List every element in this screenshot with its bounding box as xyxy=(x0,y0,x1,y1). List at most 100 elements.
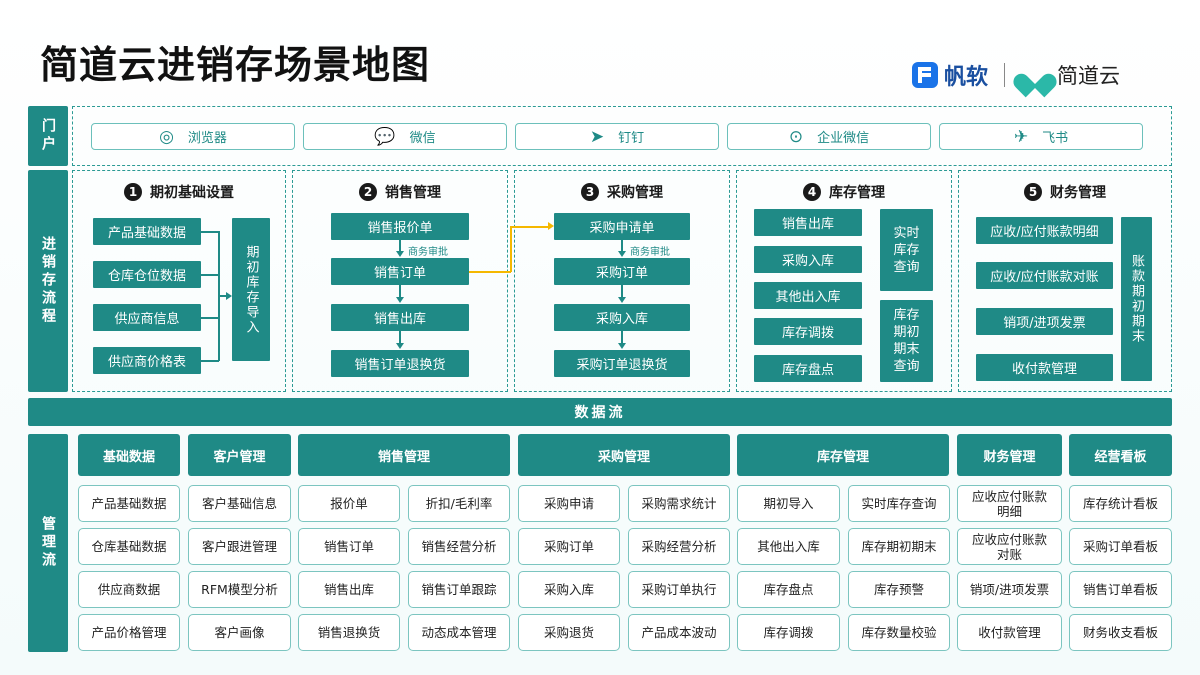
mgmt-cell[interactable]: 收付款管理 xyxy=(957,614,1062,651)
dingtalk-icon: ➤ xyxy=(589,126,605,147)
mgmt-cell[interactable]: 期初导入 xyxy=(737,485,840,522)
flow-box[interactable]: 销售订单退换货 xyxy=(331,350,469,377)
mgmt-cell[interactable]: 采购订单执行 xyxy=(628,571,730,608)
mgmt-cell[interactable]: 客户跟进管理 xyxy=(188,528,291,565)
mgmt-header[interactable]: 财务管理 xyxy=(957,434,1062,476)
mgmt-cell[interactable]: 其他出入库 xyxy=(737,528,840,565)
flow-box[interactable]: 其他出入库 xyxy=(754,282,862,309)
flow-box[interactable]: 采购申请单 xyxy=(554,213,690,240)
mgmt-header[interactable]: 销售管理 xyxy=(298,434,510,476)
mgmt-cell[interactable]: 采购订单 xyxy=(518,528,620,565)
mgmt-cell[interactable]: 应收应付账款对账 xyxy=(957,528,1062,565)
mgmt-header[interactable]: 库存管理 xyxy=(737,434,949,476)
flow-box[interactable]: 采购订单退换货 xyxy=(554,350,690,377)
mgmt-header[interactable]: 采购管理 xyxy=(518,434,730,476)
mgmt-cell[interactable]: 应收应付账款明细 xyxy=(957,485,1062,522)
mgmt-cell[interactable]: 销售订单 xyxy=(298,528,400,565)
flow-box[interactable]: 供应商信息 xyxy=(93,304,201,331)
flow-box[interactable]: 库存调拨 xyxy=(754,318,862,345)
mgmt-cell[interactable]: 采购订单看板 xyxy=(1069,528,1172,565)
flow-box[interactable]: 仓库仓位数据 xyxy=(93,261,201,288)
mgmt-cell[interactable]: 财务收支看板 xyxy=(1069,614,1172,651)
step-number: 2 xyxy=(359,183,377,201)
flow-box[interactable]: 应收/应付账款对账 xyxy=(976,262,1113,289)
mgmt-cell[interactable]: 实时库存查询 xyxy=(848,485,950,522)
mgmt-header[interactable]: 经营看板 xyxy=(1069,434,1172,476)
flow-box-vertical[interactable]: 期初库存导入 xyxy=(232,218,270,361)
mgmt-cell[interactable]: 销售经营分析 xyxy=(408,528,510,565)
jiandaoyun-logo-icon xyxy=(1021,64,1049,86)
flow-box[interactable]: 销售出库 xyxy=(754,209,862,236)
flow-box[interactable]: 采购入库 xyxy=(554,304,690,331)
mgmt-cell[interactable]: 供应商数据 xyxy=(78,571,180,608)
mgmt-cell[interactable]: 销售订单看板 xyxy=(1069,571,1172,608)
flow-box[interactable]: 销售报价单 xyxy=(331,213,469,240)
approval-note: 商务审批 xyxy=(630,247,670,258)
flow-box[interactable]: 销售出库 xyxy=(331,304,469,331)
flow-box[interactable]: 供应商价格表 xyxy=(93,347,201,374)
flow-box[interactable]: 应收/应付账款明细 xyxy=(976,217,1113,244)
mgmt-cell[interactable]: 动态成本管理 xyxy=(408,614,510,651)
portal-wechat[interactable]: 💬微信 xyxy=(303,123,507,150)
mgmt-cell[interactable]: 采购经营分析 xyxy=(628,528,730,565)
mgmt-cell[interactable]: 库存数量校验 xyxy=(848,614,950,651)
portal-feishu[interactable]: ✈飞书 xyxy=(939,123,1143,150)
flow-box-vertical[interactable]: 账款期初期末 xyxy=(1121,217,1152,381)
mgmt-cell[interactable]: 采购退货 xyxy=(518,614,620,651)
cross-connector xyxy=(510,226,512,272)
mgmt-header[interactable]: 客户管理 xyxy=(188,434,291,476)
section-inventory xyxy=(736,170,952,392)
step-number: 3 xyxy=(581,183,599,201)
portal-frame xyxy=(72,106,1172,166)
realtime-stock-query[interactable]: 实时库存查询 xyxy=(880,209,933,291)
mgmt-cell[interactable]: 库存盘点 xyxy=(737,571,840,608)
period-stock-query[interactable]: 库存期初期末查询 xyxy=(880,300,933,382)
mgmt-cell[interactable]: 库存期初期末 xyxy=(848,528,950,565)
mgmt-cell[interactable]: 销售出库 xyxy=(298,571,400,608)
flow-box[interactable]: 产品基础数据 xyxy=(93,218,201,245)
flow-box[interactable]: 采购入库 xyxy=(754,246,862,273)
mgmt-cell[interactable]: 产品价格管理 xyxy=(78,614,180,651)
mgmt-cell[interactable]: 库存统计看板 xyxy=(1069,485,1172,522)
mgmt-cell[interactable]: 折扣/毛利率 xyxy=(408,485,510,522)
mgmt-cell[interactable]: 客户画像 xyxy=(188,614,291,651)
flow-box[interactable]: 销项/进项发票 xyxy=(976,308,1113,335)
mgmt-cell[interactable]: 销售订单跟踪 xyxy=(408,571,510,608)
flow-box[interactable]: 库存盘点 xyxy=(754,355,862,382)
arrow-right-icon xyxy=(548,222,554,230)
portal-dingtalk[interactable]: ➤ 钉钉 xyxy=(515,123,719,150)
connector xyxy=(201,360,219,362)
mgmt-cell[interactable]: RFM模型分析 xyxy=(188,571,291,608)
flow-box[interactable]: 销售订单 xyxy=(331,258,469,285)
chrome-icon: ◎ xyxy=(159,126,174,147)
mgmt-cell[interactable]: 报价单 xyxy=(298,485,400,522)
mgmt-cell[interactable]: 库存调拨 xyxy=(737,614,840,651)
portal-label: 钉钉 xyxy=(618,131,645,146)
mgmt-cell[interactable]: 采购需求统计 xyxy=(628,485,730,522)
mgmt-cell[interactable]: 销项/进项发票 xyxy=(957,571,1062,608)
mgmt-cell[interactable]: 产品成本波动 xyxy=(628,614,730,651)
portal-browser[interactable]: ◎浏览器 xyxy=(91,123,295,150)
mgmt-cell[interactable]: 产品基础数据 xyxy=(78,485,180,522)
mgmt-cell[interactable]: 采购入库 xyxy=(518,571,620,608)
arrow-down-icon xyxy=(396,343,404,349)
section-title-text: 销售管理 xyxy=(385,185,441,201)
mgmt-cell[interactable]: 客户基础信息 xyxy=(188,485,291,522)
portal-wecom[interactable]: ⊙企业微信 xyxy=(727,123,931,150)
connector xyxy=(218,295,226,297)
fanruan-brand: 帆软 xyxy=(944,65,989,90)
mgmt-cell[interactable]: 销售退换货 xyxy=(298,614,400,651)
dataflow-band: 数据流 xyxy=(28,398,1172,426)
feishu-icon: ✈ xyxy=(1013,126,1029,147)
mgmt-cell[interactable]: 库存预警 xyxy=(848,571,950,608)
mgmt-cell[interactable]: 仓库基础数据 xyxy=(78,528,180,565)
mgmt-cell[interactable]: 采购申请 xyxy=(518,485,620,522)
flow-box[interactable]: 采购订单 xyxy=(554,258,690,285)
arrow-down-icon xyxy=(618,343,626,349)
section-purchase xyxy=(514,170,730,392)
wecom-icon: ⊙ xyxy=(788,126,804,147)
flow-box[interactable]: 收付款管理 xyxy=(976,354,1113,381)
mgmt-header[interactable]: 基础数据 xyxy=(78,434,180,476)
